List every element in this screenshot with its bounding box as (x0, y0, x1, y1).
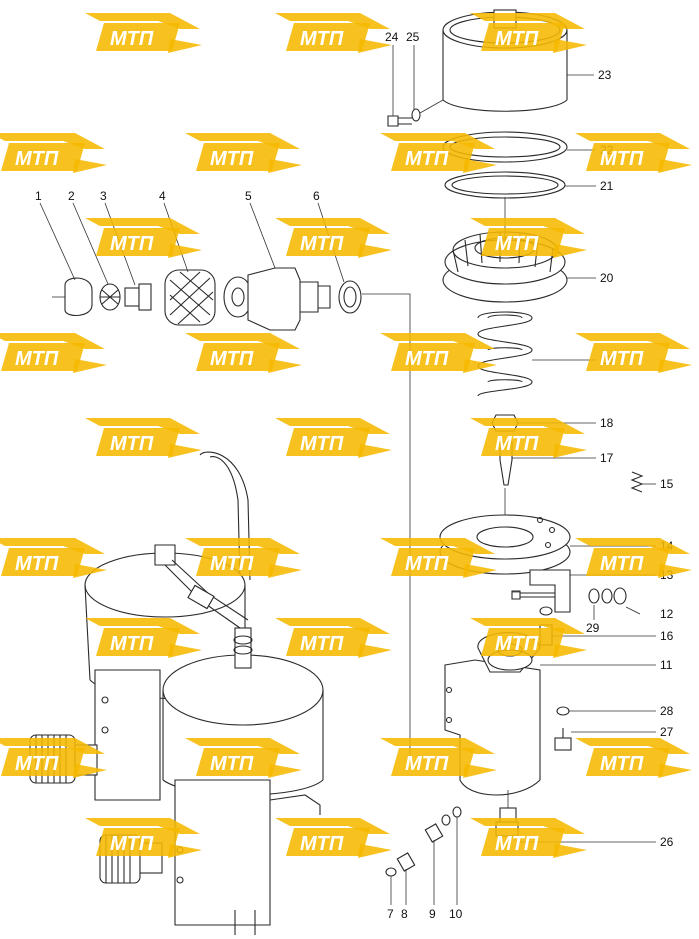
watermark-text: МТП (110, 233, 154, 255)
watermark-text: МТП (210, 753, 254, 775)
callout-17: 17 (600, 451, 614, 465)
callout-28: 28 (660, 704, 674, 718)
mtp-watermark-logo: МТП (0, 538, 107, 578)
assembled-unit-drawing (29, 451, 324, 935)
mtp-watermark-logo: МТП (575, 333, 692, 373)
watermark-text: МТП (495, 433, 539, 455)
watermark-text: МТП (405, 148, 449, 170)
callout-5: 5 (245, 189, 252, 203)
mtp-watermark-logo: МТП (380, 538, 497, 578)
watermark-text: МТП (600, 753, 644, 775)
callout-3: 3 (100, 189, 107, 203)
callout-15: 15 (660, 477, 674, 491)
mtp-watermark-logo: МТП (470, 818, 587, 858)
mtp-watermark-logo: МТП (185, 738, 302, 778)
callout-27: 27 (660, 725, 674, 739)
mtp-watermark-logo: МТП (575, 538, 692, 578)
mtp-watermark-logo: МТП (575, 133, 692, 173)
mtp-watermark-logo: МТП (85, 618, 202, 658)
watermark-text: МТП (405, 553, 449, 575)
mtp-watermark-logo: МТП (470, 418, 587, 458)
watermark-text: МТП (495, 833, 539, 855)
watermark-text: МТП (600, 348, 644, 370)
fitting-assembly-row (52, 267, 411, 760)
callout-4: 4 (159, 189, 166, 203)
mtp-watermark-logo: МТП (575, 738, 692, 778)
mtp-watermark-logo: МТП (470, 13, 587, 53)
watermark-text: МТП (110, 833, 154, 855)
mtp-watermark-logo: МТП (85, 418, 202, 458)
mtp-watermark-logo: МТП (380, 738, 497, 778)
callout-18: 18 (600, 416, 614, 430)
watermark-text: МТП (210, 348, 254, 370)
watermark-text: МТП (495, 233, 539, 255)
watermark-text: МТП (300, 433, 344, 455)
watermark-text: МТП (405, 753, 449, 775)
callout-9: 9 (429, 907, 436, 921)
mtp-watermark-logo: МТП (0, 133, 107, 173)
callout-2: 2 (68, 189, 75, 203)
mtp-watermark-logo: МТП (185, 133, 302, 173)
watermark-text: МТП (600, 553, 644, 575)
callout-6: 6 (313, 189, 320, 203)
mtp-watermark-logo: МТП (275, 818, 392, 858)
watermark-text: МТП (15, 348, 59, 370)
watermark-layer: МТП МТП МТП МТП МТП МТП МТП МТП МТП МТП МТП МТП МТП М… (0, 13, 692, 858)
watermark-text: МТП (15, 148, 59, 170)
mtp-watermark-logo: МТП (470, 218, 587, 258)
watermark-text: МТП (15, 553, 59, 575)
watermark-text: МТП (600, 148, 644, 170)
callout-25: 25 (406, 30, 420, 44)
mtp-watermark-logo: МТП (85, 218, 202, 258)
mtp-watermark-logo: МТП (275, 618, 392, 658)
callout-23: 23 (598, 68, 612, 82)
mtp-watermark-logo: МТП (275, 13, 392, 53)
mtp-watermark-logo: МТП (470, 618, 587, 658)
mtp-watermark-logo: МТП (275, 218, 392, 258)
watermark-text: МТП (405, 348, 449, 370)
callout-10: 10 (449, 907, 463, 921)
callout-11: 11 (660, 658, 673, 672)
watermark-text: МТП (300, 233, 344, 255)
watermark-text: МТП (300, 28, 344, 50)
watermark-text: МТП (210, 148, 254, 170)
watermark-text: МТП (15, 753, 59, 775)
watermark-text: МТП (300, 833, 344, 855)
watermark-text: МТП (495, 28, 539, 50)
watermark-text: МТП (110, 433, 154, 455)
mtp-watermark-logo: МТП (85, 818, 202, 858)
mtp-watermark-logo: МТП (380, 133, 497, 173)
mtp-watermark-logo: МТП (185, 333, 302, 373)
mtp-watermark-logo: МТП (0, 738, 107, 778)
callout-29: 29 (586, 621, 600, 635)
callout-16: 16 (660, 629, 674, 643)
callout-20: 20 (600, 271, 614, 285)
callout-labels: 1 2 3 4 5 6 7 8 9 10 11 12 13 14 15 16 1… (35, 30, 674, 921)
callout-8: 8 (401, 907, 408, 921)
mtp-watermark-logo: МТП (0, 333, 107, 373)
mtp-watermark-logo: МТП (380, 333, 497, 373)
watermark-text: МТП (110, 633, 154, 655)
callout-24: 24 (385, 30, 399, 44)
watermark-text: МТП (210, 553, 254, 575)
callout-26: 26 (660, 835, 674, 849)
mtp-watermark-logo: МТП (85, 13, 202, 53)
watermark-text: МТП (495, 633, 539, 655)
mtp-watermark-logo: МТП (185, 538, 302, 578)
callout-7: 7 (387, 907, 394, 921)
callout-12: 12 (660, 607, 674, 621)
watermark-text: МТП (110, 28, 154, 50)
mtp-watermark-logo: МТП (275, 418, 392, 458)
callout-1: 1 (35, 189, 42, 203)
callout-21: 21 (600, 179, 614, 193)
watermark-text: МТП (300, 633, 344, 655)
